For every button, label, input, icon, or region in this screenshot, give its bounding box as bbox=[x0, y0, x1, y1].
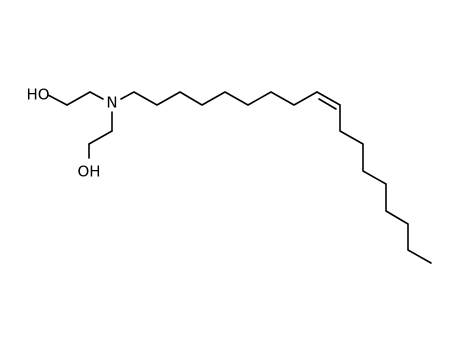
atom-label-n: N bbox=[106, 94, 117, 112]
chain-bonds-tail bbox=[339, 104, 432, 264]
bond-o1-c1 bbox=[47, 94, 68, 106]
double-bond-outer bbox=[316, 91, 341, 106]
atom-label-ho: HO bbox=[26, 86, 49, 104]
atom-label-oh: OH bbox=[77, 163, 100, 181]
bond-c1-c2 bbox=[66, 91, 91, 106]
chain-bonds-to-double-bond bbox=[120, 91, 318, 106]
double-bond-inner bbox=[318, 98, 337, 110]
bond-c2-n bbox=[89, 91, 104, 100]
bond-c3-c4 bbox=[88, 130, 113, 145]
